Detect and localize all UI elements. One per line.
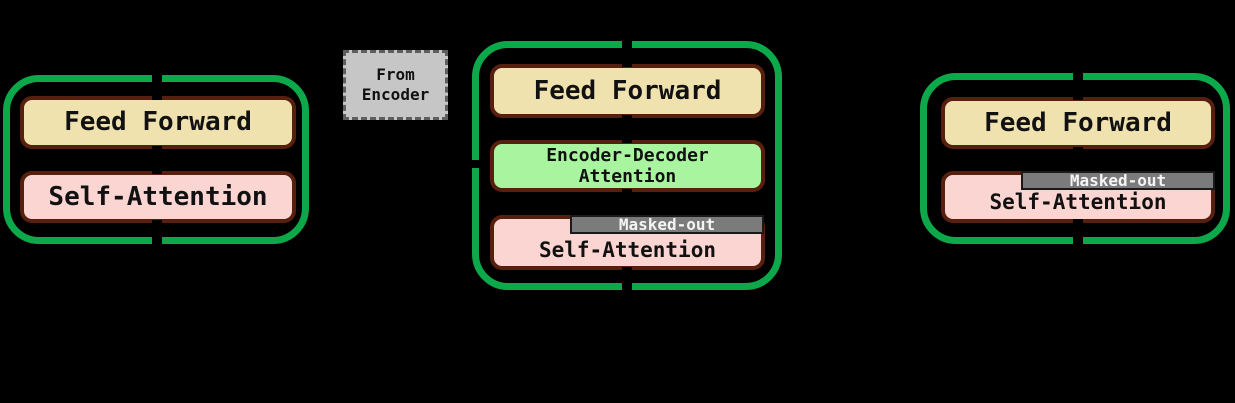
arrow-gap	[152, 70, 162, 100]
feed-forward-label: Feed Forward	[984, 107, 1172, 138]
arrow-gap	[1073, 68, 1083, 100]
arrow-gap	[622, 267, 632, 294]
encoder-decoder-attention-box: Encoder-Decoder Attention	[490, 140, 765, 192]
arrow-gap	[622, 189, 632, 213]
self-attention-box: Self-Attention	[20, 171, 296, 223]
masked-out-bar: Masked-out	[570, 215, 764, 234]
feed-forward-box: Feed Forward	[490, 64, 765, 118]
masked-out-label: Masked-out	[1069, 171, 1167, 190]
masked-out-label: Masked-out	[618, 215, 716, 234]
arrow-gap	[152, 220, 162, 248]
arrow-gap	[1073, 147, 1083, 170]
encoder-decoder-attention-label-line1: Encoder-Decoder	[546, 145, 709, 166]
feed-forward-label: Feed Forward	[64, 107, 252, 138]
encoder-decoder-attention-label-line2: Attention	[578, 166, 677, 187]
from-encoder-label-line2: Encoder	[361, 85, 430, 104]
arrow-gap	[1073, 219, 1083, 248]
from-encoder-label-line1: From	[376, 65, 415, 84]
feed-forward-box: Feed Forward	[941, 97, 1215, 149]
self-attention-label: Self-Attention	[989, 190, 1167, 215]
self-attention-label: Self-Attention	[538, 237, 716, 262]
arrow-gap	[622, 115, 632, 143]
feed-forward-label: Feed Forward	[533, 75, 722, 106]
from-encoder-box: From Encoder	[343, 50, 448, 120]
arrow-gap	[152, 146, 162, 174]
masked-out-bar: Masked-out	[1021, 171, 1215, 190]
self-attention-label: Self-Attention	[48, 181, 268, 212]
arrow-gap	[450, 160, 489, 168]
arrow-gap	[622, 36, 632, 67]
feed-forward-box: Feed Forward	[20, 96, 296, 149]
